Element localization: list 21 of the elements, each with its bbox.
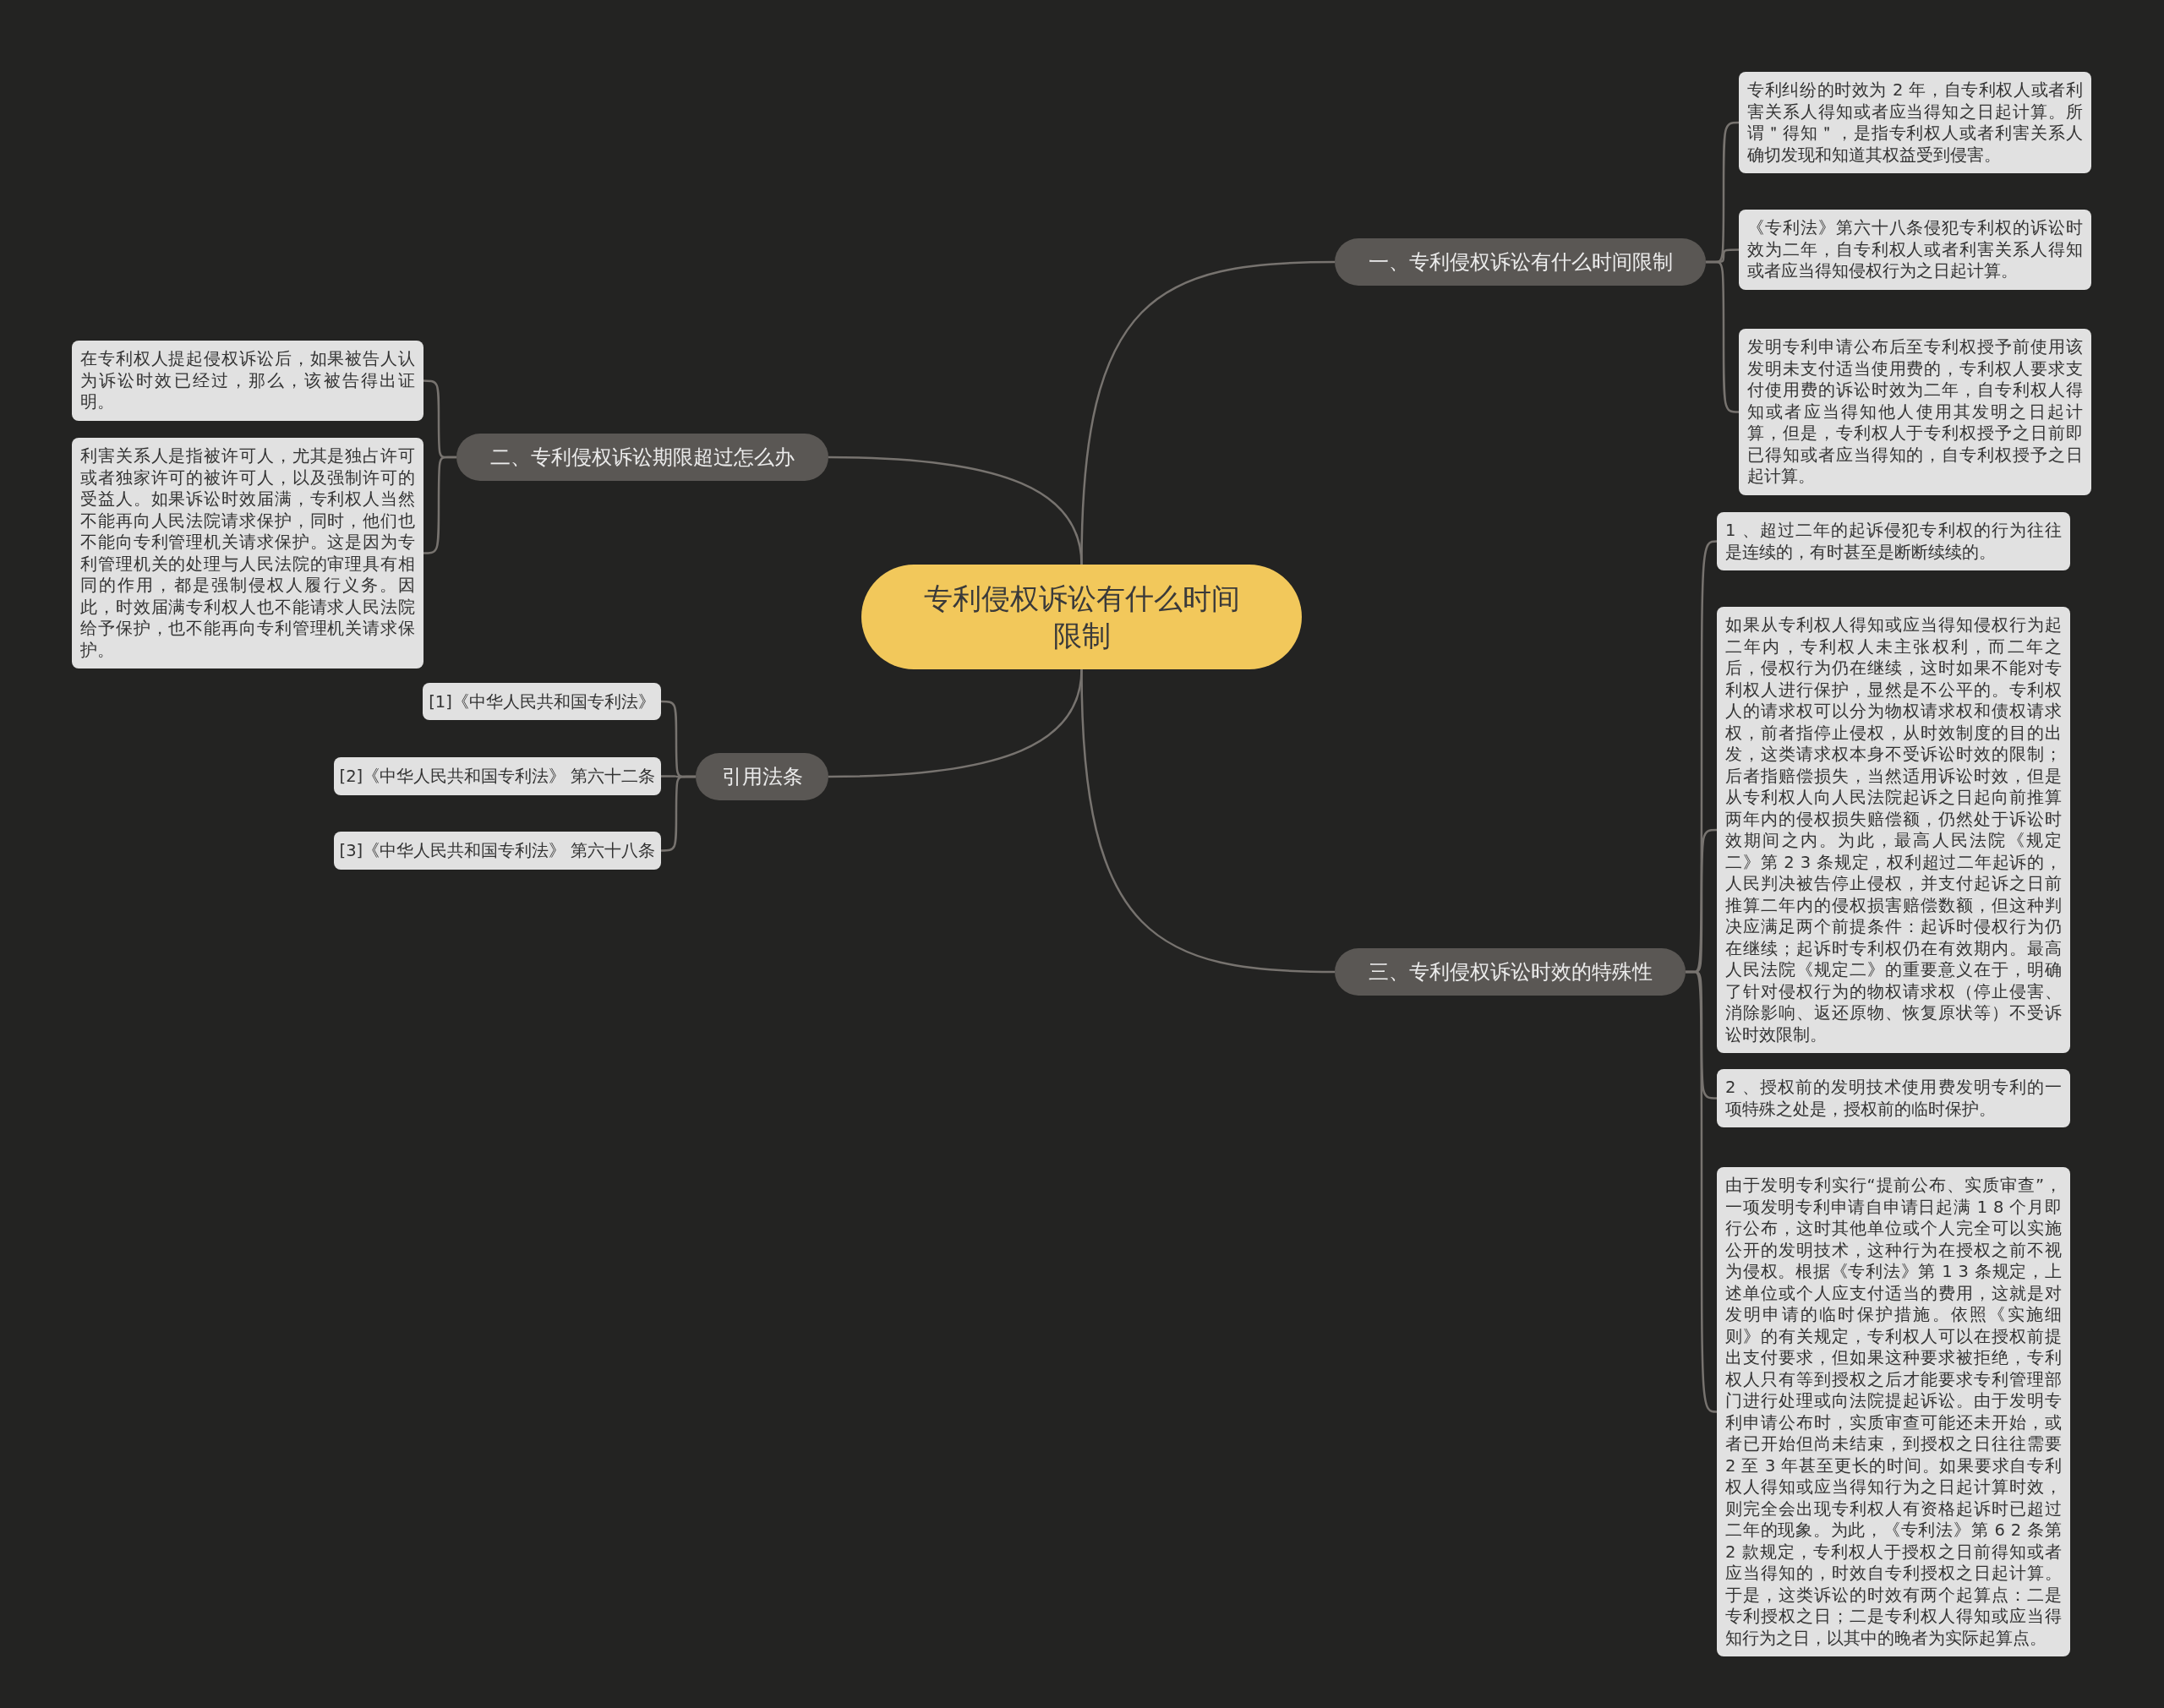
connector-line xyxy=(1706,260,1739,413)
note-box: 由于发明专利实行“提前公布、实质审查”，一项发明专利申请自申请日起满 1 8 个月即行公布，这时其他单位或个人完全可以实施公开的发明技术，这种行为在授权之前不视为侵权。根据《专利法》第 1 3 条规定，上述单位或个人应支付适当的费用，这就是对发明申请的临时保护措施。依照《实施细则》的有关规定，专利权人可以在授权前提出支付要求，但如果这种要求被拒绝，专利权人只有等到授权之后才能要求专利管理部门进行处理或向法院提起诉讼。由于发明专利申请公布时，实质审查可能还未开始，或者已开始但尚未结束，到授权之日往往需要 2 至 3 年甚至更长的时间。如果要求自专利权人得知或应当得知行为之日起计算时效，则完全会出现专利权人有资格起诉时已超过二年的现象。为此，《专利法》第 6 2 条第 2 款规定，专利权人于授权之日前得知或者应当得知的，时效自专利授权之日起计算。于是，这类诉讼的时效有两个起算点：二是专利授权之日；二是专利权人得知或应当得知行为之日，以其中的晚者为实际起算点。 xyxy=(1717,1167,2070,1656)
central-topic-box: 专利侵权诉讼有什么时间限制 xyxy=(861,565,1302,669)
note-box: 在专利权人提起侵权诉讼后，如果被告人认为诉讼时效已经过，那么，该被告得出证明。 xyxy=(72,341,424,421)
reference-box: [1]《中华人民共和国专利法》 xyxy=(423,683,661,720)
topic-box: 一、专利侵权诉讼有什么时间限制 xyxy=(1335,238,1706,286)
note-box: 1 、超过二年的起诉侵犯专利权的行为往往是连续的，有时甚至是断断续续的。 xyxy=(1717,512,2070,570)
note-box: 利害关系人是指被许可人，尤其是独占许可或者独家许可的被许可人，以及强制许可的受益人。如果诉讼时效届满，专利权人当然不能再向人民法院请求保护，同时，他们也不能向专利管理机关请求保护。这是因为专利管理机关的处理与人民法院的审理具有相同的作用，都是强制侵权人履行义务。因此，时效届满专利权人也不能请求人民法院给予保护，也不能再向专利管理机关请求保护。 xyxy=(72,438,424,668)
reference-box: [3]《中华人民共和国专利法》 第六十八条 xyxy=(334,832,661,870)
reference-box: [2]《中华人民共和国专利法》 第六十二条 xyxy=(334,757,661,795)
connector-line xyxy=(1080,668,1336,974)
topic-box: 二、专利侵权诉讼期限超过怎么办 xyxy=(456,434,828,481)
note-box: 专利纠纷的时效为 2 年，自专利权人或者利害关系人得知或者应当得知之日起计算。所谓＂得知＂，是指专利权人或者利害关系人确切发现和知道其权益受到侵害。 xyxy=(1739,72,2091,173)
note-box: 《专利法》第六十八条侵犯专利权的诉讼时效为二年，自专利权人或者利害关系人得知或者应当得知侵权行为之日起计算。 xyxy=(1739,210,2091,290)
topic-box: 三、专利侵权诉讼时效的特殊性 xyxy=(1335,948,1686,996)
connector-line xyxy=(1686,970,1718,1413)
note-box: 发明专利申请公布后至专利权授予前使用该发明未支付适当使用费的，专利权人要求支付使用费的诉讼时效为二年，自专利权人得知或者应当得知他人使用其发明之日起计算，但是，专利权人于专利权授予之日前即已得知或者应当得知的，自专利权授予之日起计算。 xyxy=(1739,329,2091,495)
topic-box: 引用法条 xyxy=(696,753,828,800)
note-box: 2 、授权前的发明技术使用费发明专利的一项特殊之处是，授权前的临时保护。 xyxy=(1717,1069,2070,1127)
connector-line xyxy=(828,456,1083,565)
note-box: 如果从专利权人得知或应当得知侵权行为起二年内，专利权人未主张权利，而二年之后，侵权行为仍在继续，这时如果不能对专利权人进行保护，显然是不公平的。专利权人的请求权可以分为物权请求权和债权请求权，前者指停止侵权，从时效制度的目的出发，这类请求权本身不受诉讼时效的限制；后者指赔偿损失，当然适用诉讼时效，但是从专利权人向人民法院起诉之日起向前推算两年内的侵权损失赔偿额，仍然处于诉讼时效期间之内。为此，最高人民法院《规定二》第 2 3 条规定，权利超过二年起诉的，人民判决被告停止侵权，并支付起诉之日前推算二年内的侵权损害赔偿数额，但这种判决应满足两个前提条件：起诉时侵权行为仍在继续；起诉时专利权仍在有效期内。最高人民法院《规定二》的重要意义在于，明确了针对侵权行为的物权请求权（停止侵害、消除影响、返还原物、恢复原状等）不受诉讼时效限制。 xyxy=(1717,607,2070,1053)
